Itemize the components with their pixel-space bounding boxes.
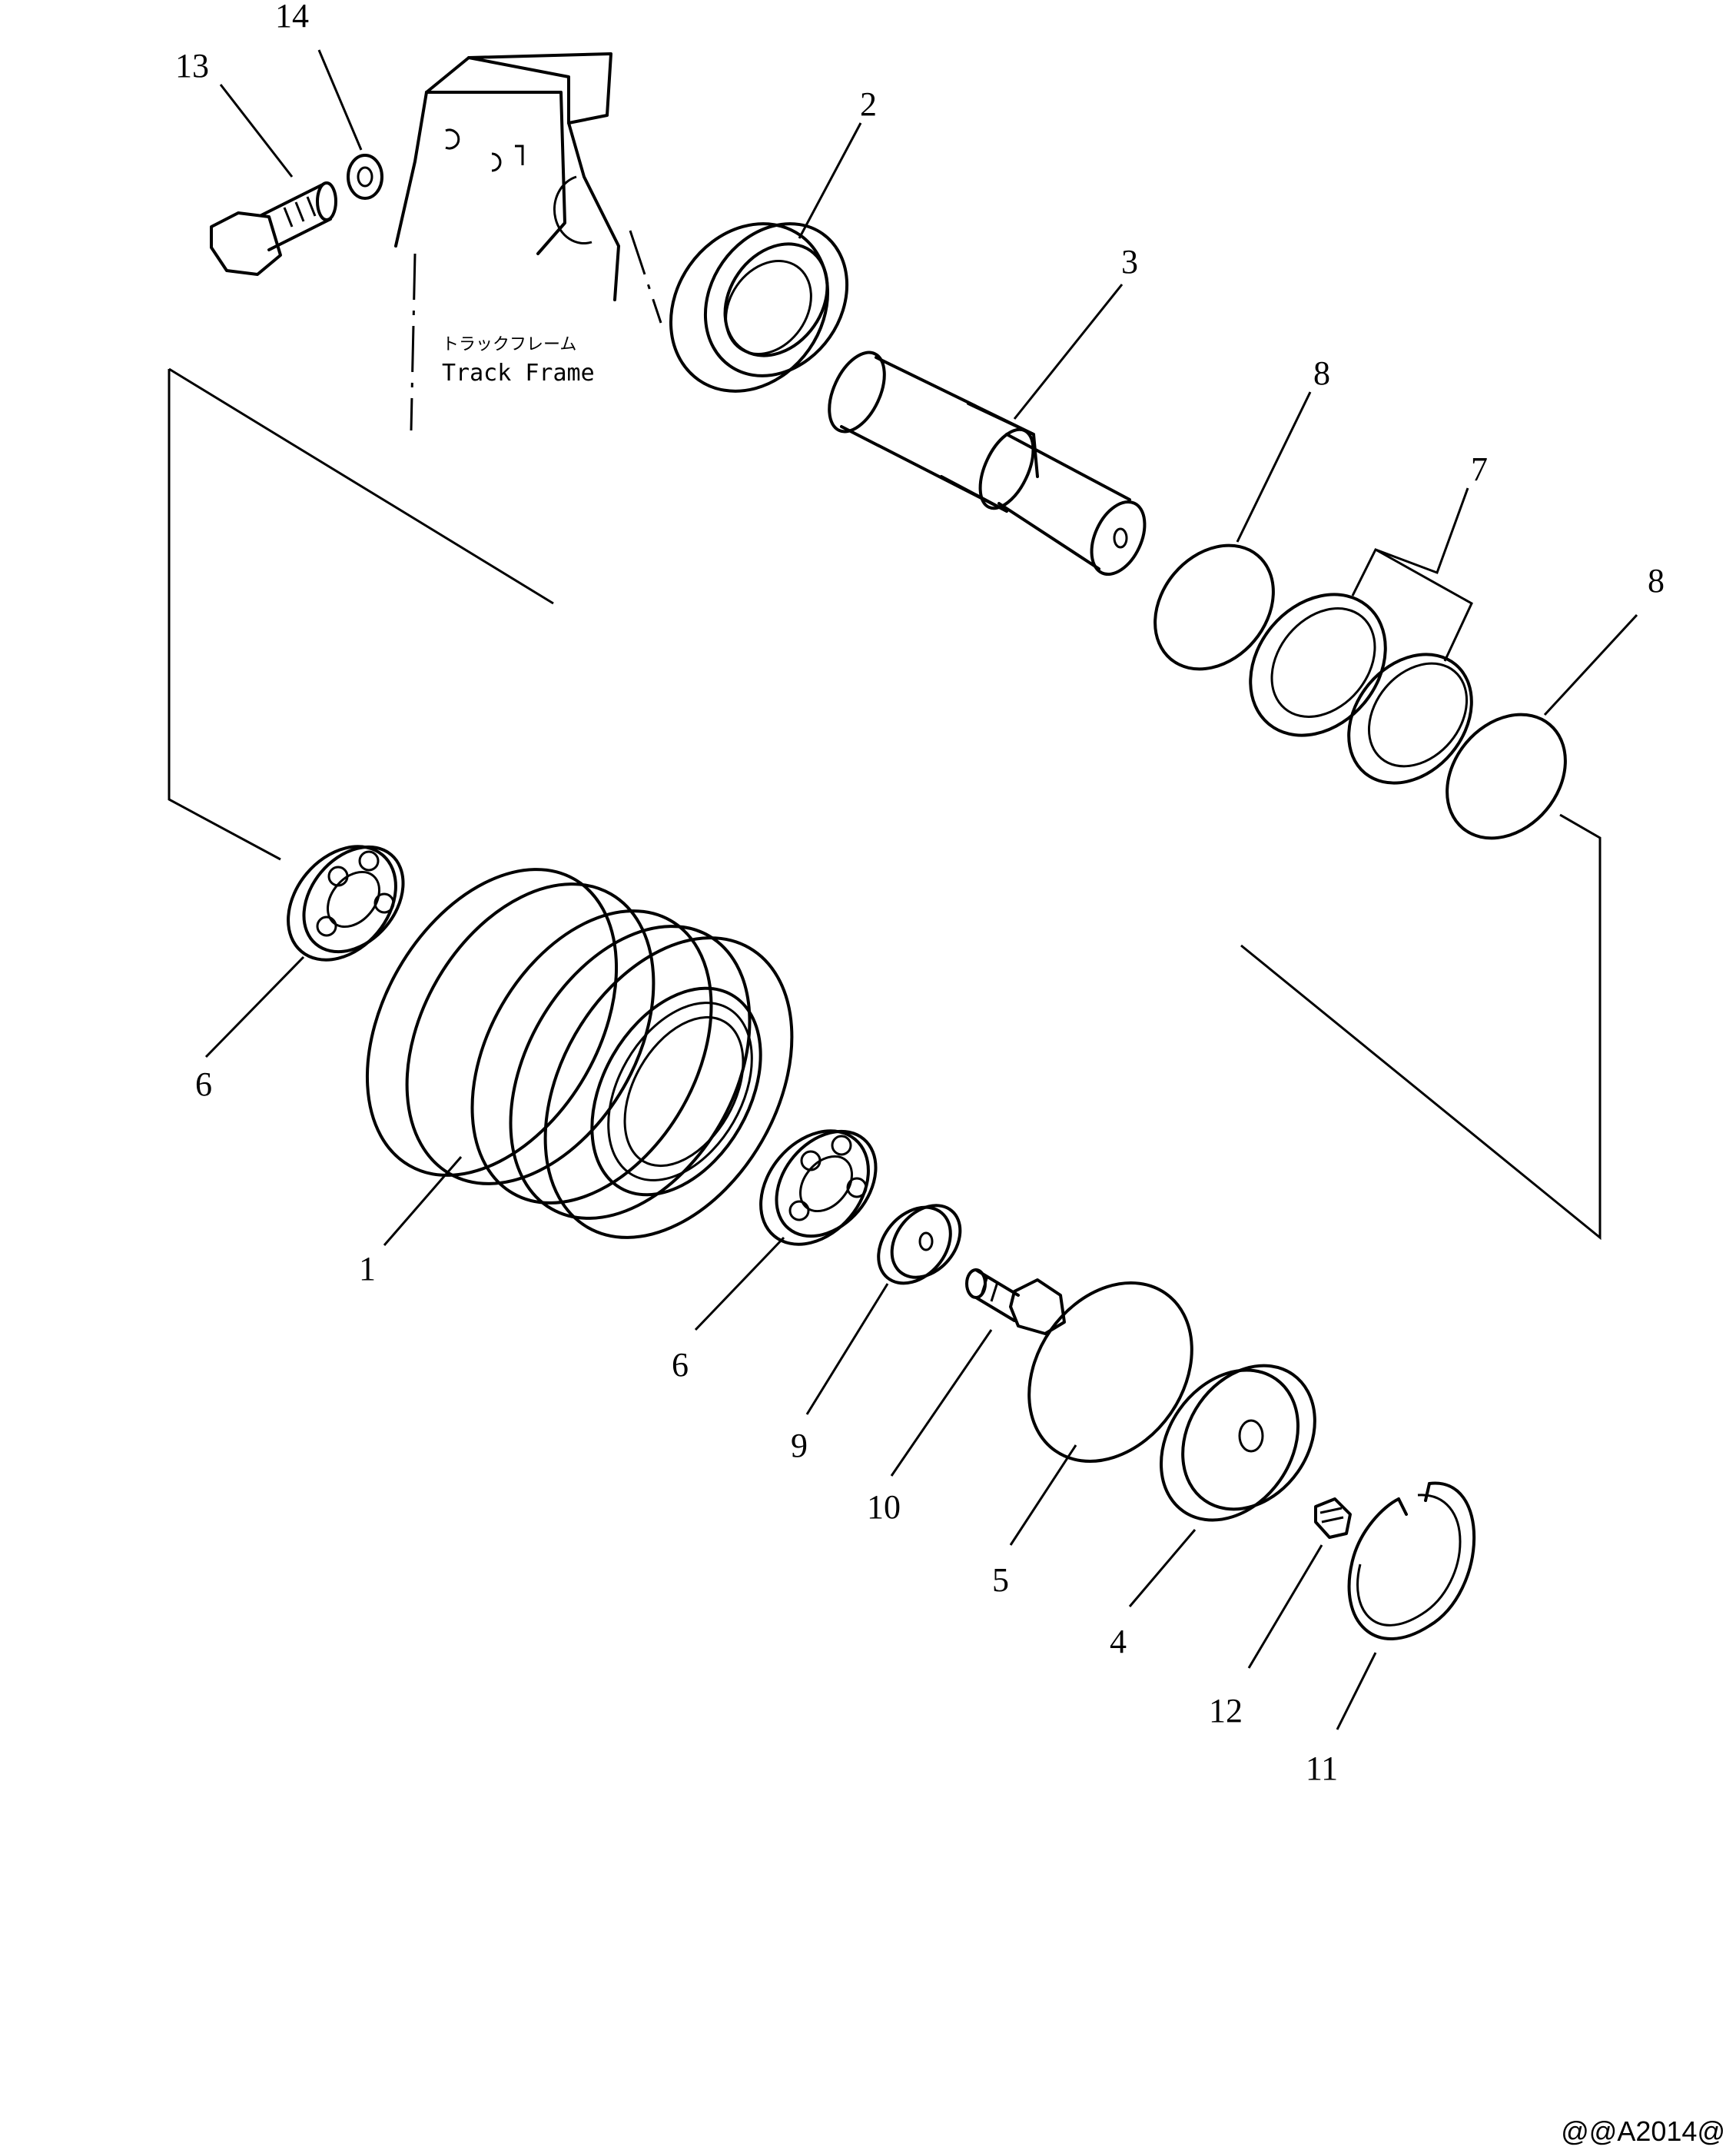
callout-numbers: 13 14 2 3 8 7 8 6 1 6 9 10 5 4 12 11 [175, 0, 1665, 1787]
part-11-snap-ring [1347, 1481, 1476, 1640]
part-2-housing [669, 222, 849, 393]
callout-10: 10 [867, 1488, 901, 1526]
track-frame-label-en: Track Frame [442, 360, 595, 387]
part-4-cover [1159, 1364, 1316, 1522]
callout-7: 7 [1471, 450, 1488, 488]
callout-8-upper: 8 [1313, 354, 1330, 392]
part-6-bearing-lower [759, 1129, 878, 1246]
part-10-bolt [965, 1268, 1066, 1335]
callout-11: 11 [1306, 1750, 1338, 1787]
callout-2: 2 [860, 85, 877, 123]
part-5-oring [1027, 1281, 1193, 1463]
callout-1: 1 [359, 1250, 376, 1288]
callout-5: 5 [992, 1561, 1009, 1599]
part-14-washer [347, 154, 383, 200]
part-7-seal-pair [1249, 593, 1473, 785]
part-3-shaft [828, 351, 1147, 577]
figure-code: @@A2014@ [1561, 2115, 1725, 2147]
part-12-plug [1314, 1497, 1352, 1539]
callout-8-lower: 8 [1648, 562, 1665, 600]
part-8-oring-lower [1446, 713, 1567, 840]
callout-14: 14 [275, 0, 309, 35]
callout-13: 13 [175, 47, 209, 85]
callout-4: 4 [1110, 1623, 1127, 1660]
callout-12: 12 [1209, 1692, 1243, 1730]
part-9-washer [877, 1204, 962, 1285]
assembly-guide-lines [168, 230, 1602, 1241]
callout-6-lower: 6 [672, 1346, 689, 1384]
callout-6-upper: 6 [195, 1065, 212, 1103]
track-frame: トラックフレーム Track Frame [394, 52, 620, 387]
callout-3: 3 [1121, 243, 1138, 281]
callout-9: 9 [791, 1427, 808, 1464]
part-6-bearing-upper [287, 845, 405, 962]
leader-lines [204, 49, 1638, 1730]
part-8-oring-upper [1153, 543, 1275, 671]
part-13-bolt [210, 181, 337, 276]
part-1-roller [365, 868, 794, 1239]
track-frame-label-jp: トラックフレーム [442, 335, 576, 354]
